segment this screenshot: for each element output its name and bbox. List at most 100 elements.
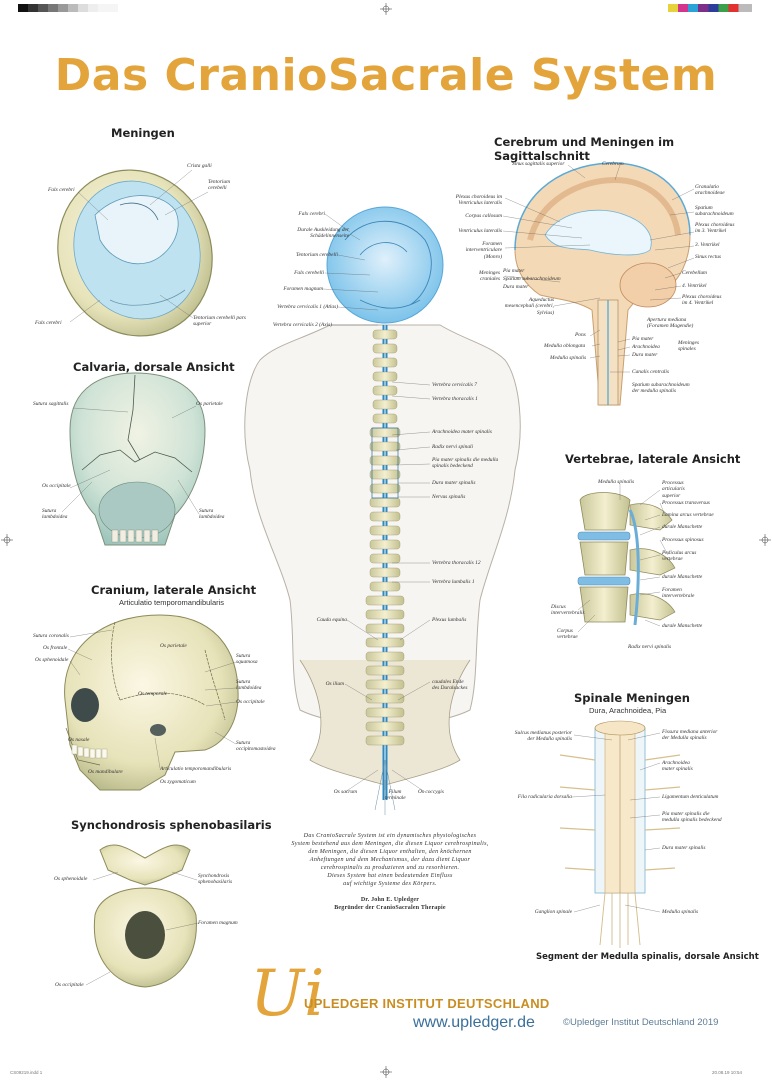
label: Sutura lambdoidea (42, 508, 68, 521)
copyright: ©Upledger Institut Deutschland 2019 (563, 1017, 719, 1028)
label: Arachnoidea (632, 344, 660, 350)
label: Spatium subarachnoideum (695, 205, 734, 218)
calvaria-illustration (61, 372, 206, 546)
vertebra-segment (369, 497, 401, 508)
meningen-illustration (57, 169, 213, 337)
vertebra-segment (365, 595, 405, 606)
vertebra-segment (365, 721, 405, 732)
vertebra-segment (365, 665, 405, 676)
label: Corpus vertebrae (557, 628, 578, 641)
label: Meninges craniales (479, 270, 500, 283)
label: Dura mater (632, 352, 658, 358)
label: Pia mater (632, 336, 654, 342)
quote-line: cerebrospinalis zu produzieren und zu re… (320, 865, 460, 871)
cranium-illustration (64, 614, 239, 791)
label: Sutura sagittalis (33, 401, 69, 407)
label: Medulla spinalis (550, 355, 587, 361)
label: Synchondrosis sphenobasilaris (198, 873, 233, 886)
label: Medulla spinalis (662, 909, 699, 915)
vertebra-segment (372, 371, 398, 382)
label: Plexus choroideus im Ventriculus lateral… (455, 194, 502, 207)
label: durale Manschette (662, 574, 703, 580)
label: Tentorium cerebelli pars superior (193, 315, 246, 328)
vertebra-segment (369, 581, 401, 592)
label: Radix nervi spinalis (628, 644, 672, 650)
vertebra-segment (372, 357, 398, 368)
poster-title: Das CranioSacrale System (54, 50, 718, 101)
label: Os nasale (68, 737, 90, 743)
heading-cerebrum: Cerebrum und Meningen im Sagittalschnitt (494, 135, 675, 163)
quote-line: Anheftungen und dem Mechanismus, der daz… (309, 857, 471, 863)
vertebra-segment (372, 399, 398, 410)
label: Discus intervertebralis (551, 604, 585, 617)
label: Cerebrum (602, 161, 624, 167)
label: Pons (575, 332, 586, 338)
label: Os sacrum (333, 789, 357, 795)
subheading-spinale: Dura, Arachnoidea, Pia (589, 706, 667, 715)
label: Spatium subarachnoideum (503, 276, 561, 282)
vertebra-segment (369, 483, 401, 494)
label: Foramen interventriculare (Monro) (465, 241, 502, 260)
vertebra-segment (365, 609, 405, 620)
quote-line: System bestehend aus dem Meningen, die d… (291, 841, 489, 847)
label: Sinus sagittalis superior (512, 161, 565, 167)
label: durale Manschette (662, 524, 703, 530)
label: Processus spinosus (662, 537, 704, 543)
label: Fila radicularia dorsalia (517, 794, 572, 800)
institute-name: UPLEDGER INSTITUT DEUTSCHLAND (304, 996, 550, 1011)
label: Spatium subarachnoideum der medulla spin… (632, 382, 690, 395)
label: Sutura lambdoidea (236, 679, 262, 692)
vertebra-segment (369, 553, 401, 564)
label: Cerebellum (682, 270, 707, 276)
website-link[interactable]: www.upledger.de (413, 1014, 535, 1031)
label: Os sphenoidale (54, 876, 88, 882)
spinale-illustration (559, 720, 681, 948)
label: Corpus callosum (465, 213, 502, 219)
vertebra-segment (369, 441, 401, 452)
heading-calvaria: Calvaria, dorsale Ansicht (73, 360, 235, 374)
heading-segment: Segment der Medulla spinalis, dorsale An… (536, 952, 759, 962)
color-strip (668, 4, 752, 12)
signature-title: Begründer der CranioSacralen Therapie (334, 905, 446, 911)
quote-block: Das CranioSacrale System ist ein dynamis… (270, 832, 510, 912)
label: Durale Auskleidung der Schädelinnenseite (297, 227, 349, 240)
print-file-name: CS09219.indd 1 (10, 1070, 43, 1075)
label: Lamina arcus vertebrae (662, 512, 714, 518)
label: Plexus choroideus im 3. Ventrikel (695, 222, 735, 235)
label: Medulla spinalis (598, 479, 635, 485)
label: Articulatio temporomandibularis (160, 766, 232, 772)
vertebra-segment (369, 539, 401, 550)
label: Os mandibulare (88, 769, 123, 775)
vertebra-segment (365, 651, 405, 662)
label: Medulla oblongata (544, 343, 586, 349)
vertebra-segment (372, 343, 398, 354)
label: Processus transversus (662, 500, 710, 506)
vertebra-segment (365, 679, 405, 690)
label: Sutura occipitomastoidea (236, 740, 276, 753)
label: Foramen magnum (198, 920, 238, 926)
label: durale Manschette (662, 623, 703, 629)
grayscale-strip (18, 4, 118, 12)
label: Os ilium (325, 681, 344, 687)
vertebra-segment (369, 525, 401, 536)
vertebra-segment (369, 511, 401, 522)
vertebra-segment (365, 637, 405, 648)
label: Apertura mediana (Foramen Magendie) (647, 317, 694, 330)
label: Dura mater spinalis (662, 845, 706, 851)
label: Falx cerebri (298, 211, 325, 217)
vertebra-segment (365, 693, 405, 704)
heading-cranium: Cranium, laterale Ansicht (91, 583, 257, 597)
vertebra-segment (365, 735, 405, 746)
vertebra-segment (365, 707, 405, 718)
label: Falx cerebri (48, 187, 75, 193)
label: Os frontale (43, 645, 68, 651)
label: Tentorium cerebelli (208, 179, 230, 192)
quote-line: auf wichtige Systeme des Körpers. (343, 881, 437, 887)
quote-line: Dieses System hat einen bedeutenden Einf… (327, 873, 453, 879)
label: Sinus rectus (695, 254, 722, 260)
vertebrae-illustration (577, 484, 676, 633)
label: Os parietale (160, 643, 187, 649)
heading-spinale: Spinale Meningen (574, 691, 690, 705)
label: Foramen intervertebrale (662, 587, 695, 600)
